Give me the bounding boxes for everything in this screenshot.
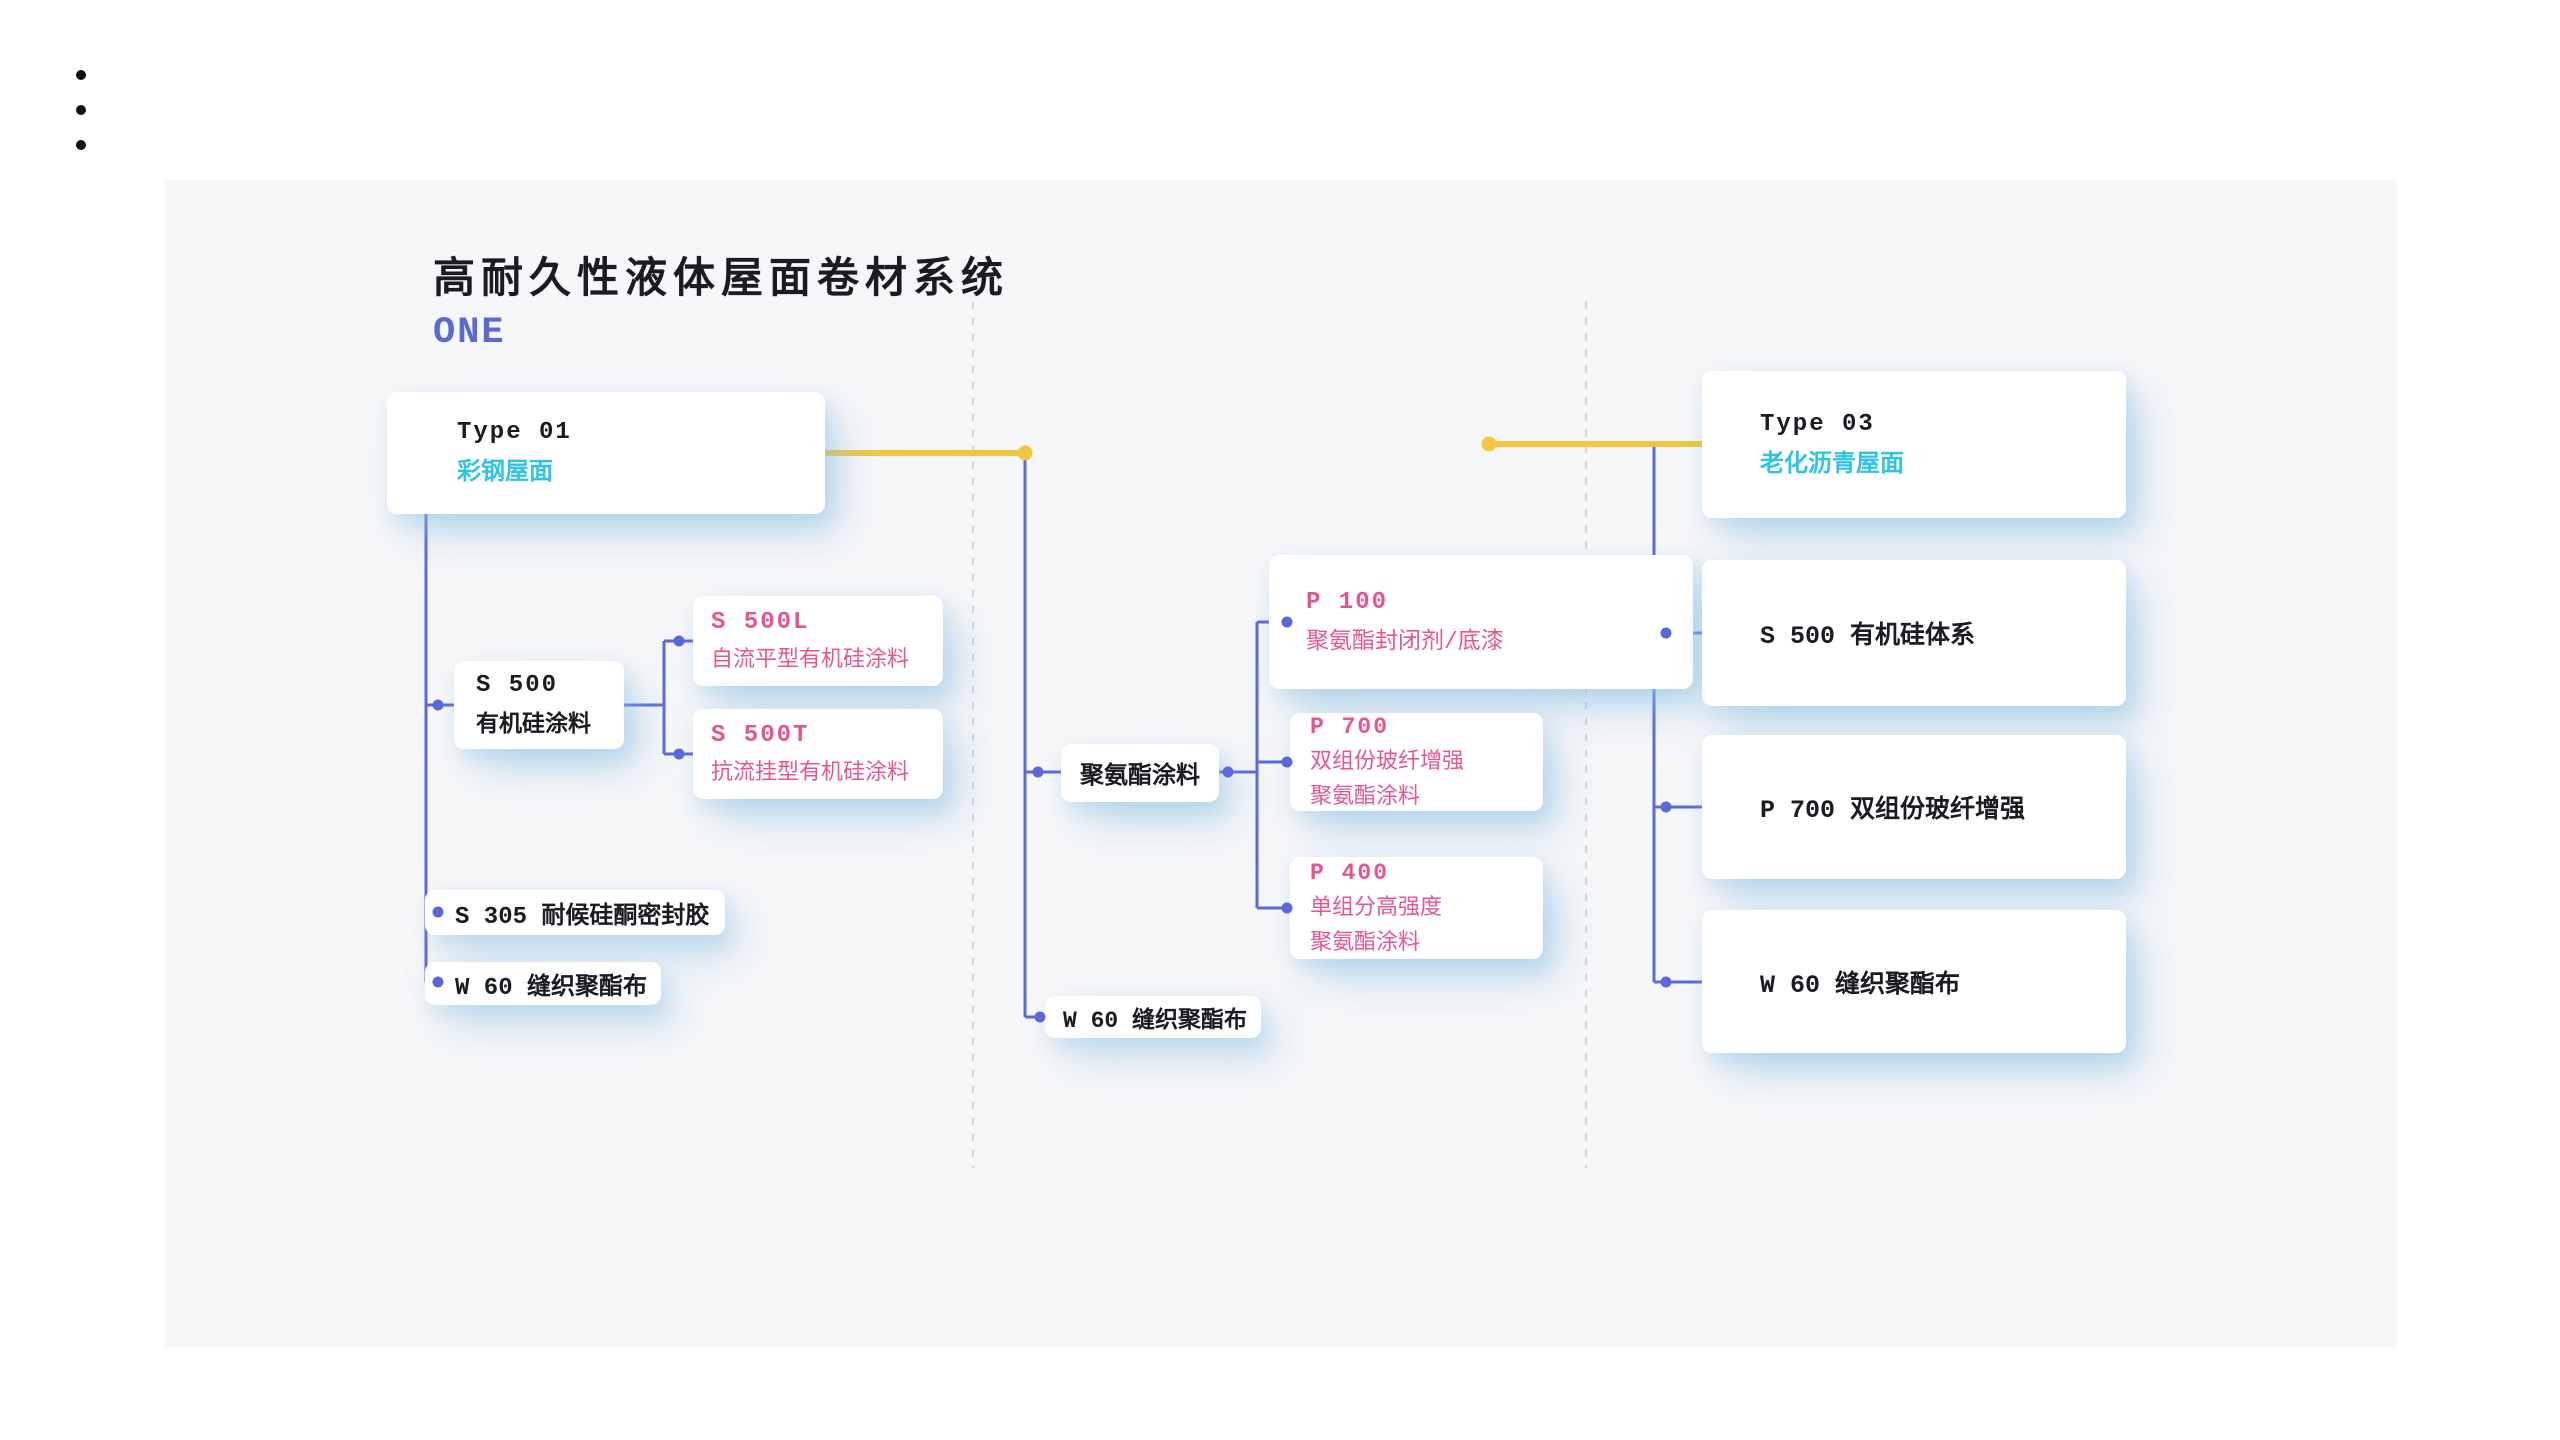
s500l-card: S 500L 自流平型有机硅涂料 (693, 596, 943, 686)
type03-code: Type 03 (1760, 410, 1875, 438)
system-card-w60: W 60 缝织聚酯布 (1702, 910, 2126, 1053)
p400-line1: 单组分高强度 (1310, 896, 1443, 921)
dot (76, 105, 86, 115)
w60-middle-label: W 60 缝织聚酯布 (1063, 1008, 1248, 1034)
p100-code: P 100 (1306, 589, 1389, 616)
yellow-node-dots (1017, 436, 1497, 461)
p100-card: P 100 聚氨酯封闭剂/底漆 (1269, 555, 1693, 689)
p700-code: P 700 (1310, 714, 1390, 740)
pu-label: 聚氨酯涂料 (1080, 764, 1200, 791)
p400-card: P 400 单组分高强度 聚氨酯涂料 (1290, 857, 1543, 959)
more-options-icon[interactable] (74, 70, 88, 175)
s500t-code: S 500T (711, 722, 810, 749)
system-card-s500: S 500 有机硅体系 (1702, 560, 2126, 706)
s500l-label: 自流平型有机硅涂料 (711, 648, 910, 673)
page-subtitle: ONE (433, 312, 506, 354)
s500t-card: S 500T 抗流挂型有机硅涂料 (693, 709, 943, 799)
p400-line2: 聚氨酯涂料 (1310, 931, 1421, 956)
type01-card: Type 01 彩钢屋面 (387, 392, 825, 514)
system-card-s500-label: S 500 有机硅体系 (1760, 622, 1976, 651)
s500-label: 有机硅涂料 (476, 712, 591, 738)
type01-code: Type 01 (457, 419, 572, 446)
page-title: 高耐久性液体屋面卷材系统 (433, 257, 1010, 305)
s305-chip: S 305 耐候硅酮密封胶 (425, 890, 726, 935)
w60-middle-chip: W 60 缝织聚酯布 (1045, 996, 1262, 1038)
dot (76, 140, 86, 150)
p100-label: 聚氨酯封闭剂/底漆 (1306, 629, 1504, 655)
w60-left-label: W 60 缝织聚酯布 (455, 974, 648, 1002)
type03-card: Type 03 老化沥青屋面 (1702, 371, 2126, 518)
p400-code: P 400 (1310, 860, 1390, 886)
p700-line1: 双组份玻纤增强 (1310, 750, 1465, 775)
s500l-code: S 500L (711, 609, 810, 636)
system-card-w60-label: W 60 缝织聚酯布 (1760, 970, 1961, 1000)
s305-label: S 305 耐候硅酮密封胶 (455, 903, 710, 931)
type01-label: 彩钢屋面 (457, 460, 553, 487)
system-card-p700: P 700 双组份玻纤增强 (1702, 735, 2126, 879)
w60-left-chip: W 60 缝织聚酯布 (425, 962, 662, 1005)
s500t-label: 抗流挂型有机硅涂料 (711, 761, 910, 786)
system-card-p700-label: P 700 双组份玻纤增强 (1760, 796, 2026, 825)
s500-card: S 500 有机硅涂料 (454, 661, 624, 749)
type03-label: 老化沥青屋面 (1760, 451, 1904, 479)
root-connector-lines (822, 441, 1705, 456)
p700-line2: 聚氨酯涂料 (1310, 785, 1421, 810)
blue-node-dots (432, 616, 1672, 1023)
p700-card: P 700 双组份玻纤增强 聚氨酯涂料 (1290, 713, 1543, 811)
pu-card: 聚氨酯涂料 (1061, 744, 1219, 802)
dot (76, 70, 86, 80)
s500-code: S 500 (476, 672, 559, 699)
